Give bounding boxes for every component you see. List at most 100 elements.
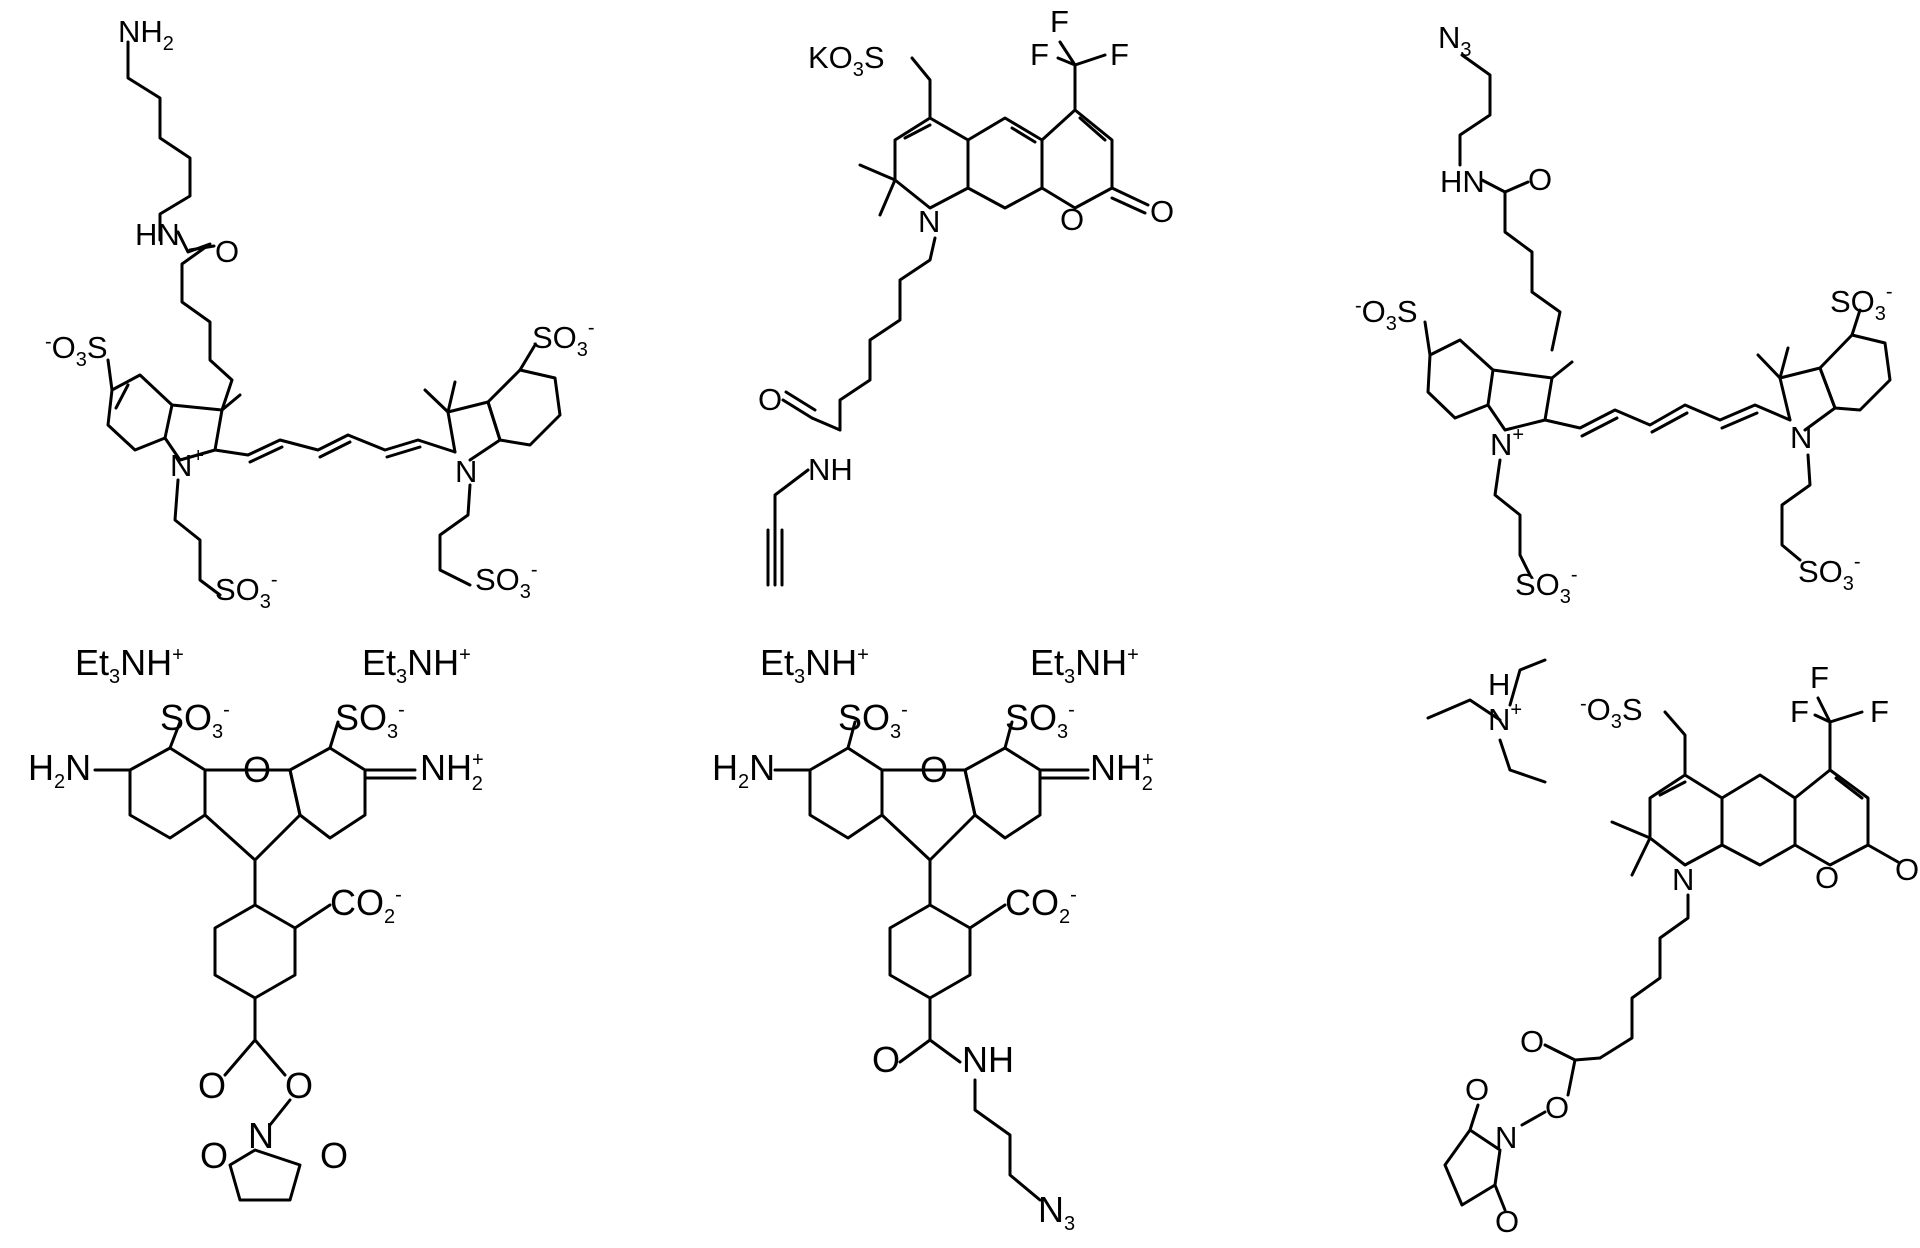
amide-o-label: O <box>1528 162 1552 197</box>
polymethine-chain <box>213 433 457 457</box>
amide-o-label: O <box>758 382 782 417</box>
co2-label: CO2- <box>1005 882 1077 928</box>
so3-right-bond <box>1003 720 1014 750</box>
cf3-f-left: F <box>1030 37 1049 72</box>
amide-co <box>1503 180 1530 194</box>
so3-left-bond <box>168 720 182 750</box>
amide-nh-label: HN <box>1440 164 1485 199</box>
left-sulfonate-label: -O3S <box>1355 294 1418 335</box>
left-methyl <box>220 393 242 412</box>
imide-o-top: O <box>1465 1072 1489 1107</box>
amide-nh: NH <box>962 1039 1014 1080</box>
right-methyl-1 <box>1756 353 1782 380</box>
polymethine-double-1 <box>1580 416 1619 438</box>
right-chain-sulfonate-label: SO3- <box>1798 551 1861 595</box>
ester-o: O <box>198 1065 226 1106</box>
polymethine-double-3 <box>1720 411 1759 430</box>
succinimide-ring <box>1443 1128 1502 1207</box>
imide-co-bottom <box>1493 1183 1507 1212</box>
gem-dimethyl-2 <box>878 178 897 217</box>
counterion-1: Et3NH+ <box>75 642 184 688</box>
molecule-coumarin-nhs: H N+ -O3S F F F N O O O O N O O <box>1426 658 1919 1239</box>
hexanoyl-chain <box>838 236 937 432</box>
amine-label: NH2 <box>118 14 174 55</box>
ethyl-2 <box>1508 658 1547 707</box>
left-sulfonate-bond <box>1423 320 1432 357</box>
xanthene-right-ring <box>963 746 1042 840</box>
amide-cn <box>928 1038 962 1064</box>
right-methyl-2 <box>446 380 457 414</box>
right-indole-benzene <box>486 368 562 447</box>
succinimide-ring <box>228 1148 302 1202</box>
left-sulfonate-label: -O3S <box>45 330 108 371</box>
h2n-label: H2N <box>28 747 91 793</box>
right-propyl-sulfonate <box>438 483 472 587</box>
no-bond <box>1520 1110 1547 1127</box>
lactone-co-2 <box>1110 196 1147 215</box>
dhq-double <box>1658 780 1687 797</box>
polymethine-double-1 <box>248 445 284 464</box>
ring-o-label: O <box>1060 202 1084 237</box>
h2n-label: H2N <box>712 747 775 793</box>
cf3-f-top: F <box>1050 4 1069 39</box>
molecule-rhodamine-azide: Et3NH+ Et3NH+ SO3- SO3- H2N NH+2 O CO2- … <box>712 642 1154 1235</box>
nh2-plus-label: NH+2 <box>420 747 484 795</box>
xanthene-left-ring <box>128 746 207 840</box>
central-benzene <box>1720 773 1797 867</box>
pendant-benzene <box>213 903 297 1000</box>
imide-n: N <box>1495 1120 1517 1155</box>
n-plus-label: N+ <box>170 445 204 483</box>
central-benzene <box>966 116 1044 210</box>
cf3-bonds <box>1813 696 1832 724</box>
counterion-2: Et3NH+ <box>1030 642 1139 688</box>
polymethine-double-2 <box>318 440 352 459</box>
molecule-cy5-amine: NH2 HN O -O3S N+ SO3- N SO3- SO3- <box>45 14 595 613</box>
xanthene-right-ring <box>288 746 367 840</box>
co2-bond <box>968 903 1007 930</box>
ethyl-1 <box>1426 698 1502 722</box>
pyranone-ring <box>1793 768 1870 867</box>
dhq-double <box>903 123 932 140</box>
molecule-coumarin-alkyne: KO3S F F F N O O O NH <box>758 4 1174 587</box>
imide-o-right: O <box>320 1135 348 1176</box>
amide-co-bond <box>188 244 216 252</box>
azide-chain <box>1458 53 1492 167</box>
left-chain-sulfonate-label: SO3- <box>215 569 278 613</box>
left-methyl <box>1550 360 1574 380</box>
o3s-label: -O3S <box>1580 692 1643 733</box>
ester-co <box>223 1038 257 1077</box>
amine-chain-bonds <box>126 40 192 242</box>
benzene-double <box>1010 126 1037 144</box>
amide-linker <box>1480 178 1562 352</box>
hexanoyl-chain <box>1598 893 1690 1060</box>
counterion-1: Et3NH+ <box>760 642 869 688</box>
so3-left: SO3- <box>838 697 908 743</box>
polymethine-double-2 <box>1650 411 1689 434</box>
lactone-co <box>1110 186 1150 207</box>
azide-label: N3 <box>1038 1189 1075 1235</box>
molecule-rhodamine-nhs: Et3NH+ Et3NH+ SO3- SO3- H2N NH+2 O CO2- … <box>28 642 484 1202</box>
gem-dimethyl-2 <box>1630 836 1652 877</box>
amide-bond <box>810 416 842 432</box>
cf3-f-left: F <box>1790 694 1809 729</box>
right-indole-benzene <box>1818 333 1892 412</box>
propyl-azide-chain <box>973 1078 1042 1202</box>
gem-dimethyl-1 <box>1610 820 1652 840</box>
amide-o: O <box>872 1039 900 1080</box>
right-methyl-2 <box>1778 346 1790 380</box>
right-sulfonate-bond <box>1850 308 1862 337</box>
ester-bond <box>1573 1056 1602 1062</box>
imide-o-left: O <box>200 1135 228 1176</box>
triethylammonium-n: N+ <box>1488 699 1522 737</box>
pyranone-double <box>1078 116 1107 142</box>
ring-n-label: N <box>1672 862 1694 897</box>
cf3-bonds <box>1056 40 1077 67</box>
dihydroquinoline-ring <box>1648 773 1724 867</box>
carbonyl-o-label: O <box>1895 852 1919 887</box>
gem-dimethyl-1 <box>858 163 897 182</box>
imide-co-top <box>1468 1103 1480 1132</box>
no-bond <box>268 1098 292 1127</box>
amide-co-2 <box>784 390 817 412</box>
